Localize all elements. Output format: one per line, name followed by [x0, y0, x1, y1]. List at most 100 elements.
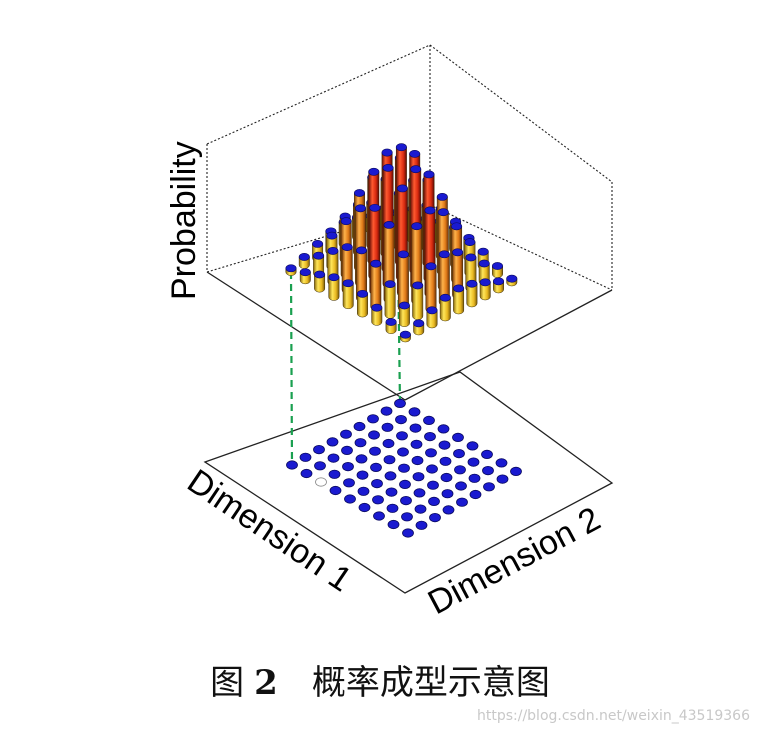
- constellation-point: [468, 473, 481, 483]
- constellation-point: [414, 504, 427, 514]
- constellation-point: [441, 489, 454, 499]
- constellation-point: [383, 455, 396, 465]
- constellation-point: [426, 464, 438, 474]
- constellation-point: [437, 424, 450, 434]
- constellation-point: [344, 494, 356, 504]
- guide-line: [396, 215, 402, 404]
- constellation-point: [429, 512, 441, 523]
- constellation-point: [452, 432, 464, 442]
- constellation-point: [440, 472, 453, 483]
- constellation-point: [495, 458, 508, 468]
- constellation-point: [328, 469, 341, 479]
- probability-bar: [384, 280, 396, 319]
- z-axis-label: Probability: [165, 141, 203, 300]
- constellation-point: [396, 431, 408, 441]
- constellation-point: [409, 423, 422, 433]
- constellation-point: [408, 407, 421, 417]
- probability-bar: [371, 303, 383, 326]
- probability-bars: [285, 143, 518, 343]
- probability-bar: [355, 246, 367, 302]
- projection-guides: [289, 215, 402, 466]
- watermark: https://blog.csdn.net/weixin_43519366: [476, 708, 750, 724]
- constellation-point: [341, 445, 353, 455]
- constellation-point: [510, 466, 522, 476]
- probability-bar: [314, 270, 326, 293]
- constellation-point: [355, 454, 368, 464]
- probability-bar: [342, 279, 354, 309]
- constellation-point: [326, 437, 339, 447]
- constellation-points: [286, 398, 522, 538]
- probability-bar: [438, 250, 450, 306]
- constellation-point: [381, 422, 394, 432]
- probability-bar: [285, 264, 297, 276]
- constellation-point: [401, 512, 413, 522]
- probability-bar: [412, 281, 424, 320]
- constellation-point: [427, 480, 439, 490]
- probability-bar: [413, 319, 425, 336]
- constellation-point: [369, 446, 381, 456]
- constellation-point: [456, 497, 468, 507]
- constellation-point: [380, 406, 393, 416]
- constellation-point: [397, 447, 409, 457]
- probability-bar: [492, 277, 504, 294]
- constellation-point: [410, 439, 423, 449]
- probability-bar: [385, 318, 397, 334]
- constellation-point: [402, 528, 414, 538]
- constellation-point: [467, 457, 480, 467]
- constellation-point: [286, 460, 298, 470]
- constellation-point: [313, 444, 325, 455]
- constellation-point: [413, 488, 426, 498]
- constellation-point: [428, 496, 440, 506]
- constellation-point: [356, 470, 369, 480]
- caption-title: 概率成型示意图: [311, 663, 550, 703]
- constellation-point: [453, 448, 465, 459]
- guide-line: [289, 271, 294, 466]
- probability-bar: [426, 306, 438, 329]
- constellation-point: [466, 441, 479, 451]
- constellation-point: [412, 472, 425, 482]
- constellation-point: [385, 487, 398, 497]
- constellation-point: [372, 495, 384, 505]
- probability-bar: [506, 274, 518, 287]
- probability-bar: [328, 273, 340, 301]
- constellation-point: [481, 449, 493, 459]
- probability-bar: [370, 259, 382, 311]
- caption-number: 2: [254, 663, 278, 703]
- probability-bar: [356, 289, 368, 318]
- probability-bar: [398, 301, 410, 327]
- constellation-point: [496, 474, 509, 484]
- constellation-point: [455, 481, 467, 491]
- constellation-point: [398, 463, 410, 473]
- probability-bar: [466, 279, 478, 308]
- constellation-point: [425, 448, 437, 458]
- constellation-point: [438, 440, 451, 450]
- probability-bar: [299, 268, 311, 285]
- probability-bar: [491, 262, 503, 278]
- caption-prefix: 图: [210, 663, 245, 703]
- constellation-point: [342, 461, 354, 472]
- constellation-point: [483, 482, 495, 492]
- constellation-point: [368, 430, 380, 440]
- constellation-point: [354, 438, 367, 448]
- probability-bar: [399, 330, 411, 343]
- constellation-point: [423, 415, 435, 425]
- constellation-point: [384, 471, 397, 481]
- probability-bar: [453, 284, 465, 315]
- probability-bar: [397, 250, 409, 312]
- constellation-point: [411, 455, 424, 466]
- constellation-point: [395, 414, 407, 425]
- constellation-point: [358, 502, 371, 513]
- constellation-point: [482, 465, 494, 476]
- constellation-point: [382, 438, 395, 449]
- constellation-point: [454, 465, 466, 475]
- constellation-point: [367, 414, 379, 424]
- constellation-point: [314, 461, 326, 471]
- constellation-point: [327, 453, 340, 463]
- constellation-point: [400, 495, 412, 506]
- constellation-point: [415, 520, 428, 530]
- constellation-point: [439, 456, 452, 466]
- probability-bar: [298, 253, 310, 269]
- constellation-point: [299, 452, 312, 462]
- constellation-point: [329, 485, 342, 496]
- constellation-point: [343, 478, 355, 488]
